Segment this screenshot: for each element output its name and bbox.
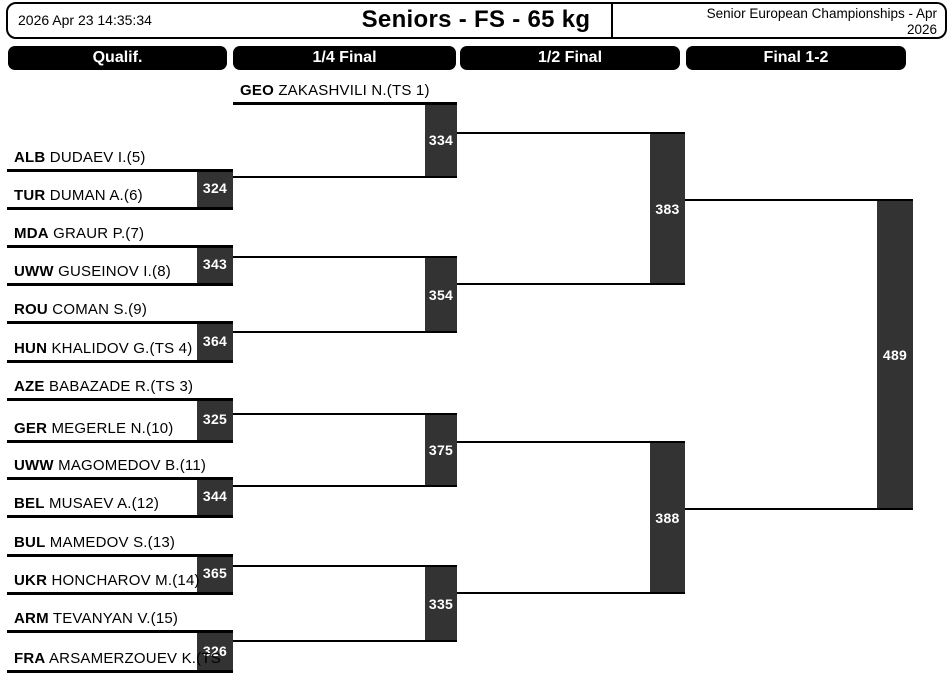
athlete-label: UWW MAGOMEDOV B.(11)	[14, 457, 207, 474]
athlete-label: TUR DUMAN A.(6)	[14, 187, 143, 204]
athlete-line	[7, 440, 233, 443]
athlete-line	[7, 283, 233, 286]
page-title: Seniors - FS - 65 kg	[361, 6, 591, 33]
athlete-label: BEL MUSAEV A.(12)	[14, 495, 160, 512]
round-header-semifinal: 1/2 Final	[460, 46, 680, 70]
athlete-line	[7, 630, 233, 633]
athlete-line	[7, 207, 233, 210]
athlete-country-code: MDA	[14, 225, 49, 242]
athlete-country-code: UWW	[14, 263, 54, 280]
bracket-connector	[233, 565, 457, 567]
match-box-375: 375	[425, 413, 457, 487]
athlete-label: ALB DUDAEV I.(5)	[14, 149, 146, 166]
athlete-country-code: GEO	[240, 82, 274, 99]
athlete-country-code: ARM	[14, 610, 49, 627]
athlete-country-code: UWW	[14, 457, 54, 474]
athlete-line	[7, 554, 233, 557]
athlete-line	[7, 477, 233, 480]
match-box-326: 326	[197, 630, 233, 672]
athlete-country-code: UKR	[14, 572, 48, 589]
bracket-connector	[233, 413, 457, 415]
athlete-country-code: FRA	[14, 650, 46, 667]
round-header-final: Final 1-2	[686, 46, 906, 70]
bracket-connector	[457, 441, 685, 443]
athlete-line	[7, 515, 233, 518]
round-header-quarterfinal: 1/4 Final	[233, 46, 456, 70]
athlete-country-code: AZE	[14, 378, 45, 395]
athlete-label: FRA ARSAMERZOUEV K.(TS	[14, 650, 221, 667]
match-box-383: 383	[650, 132, 685, 285]
athlete-label: GER MEGERLE N.(10)	[14, 420, 174, 437]
athlete-country-code: BEL	[14, 495, 45, 512]
athlete-country-code: HUN	[14, 340, 48, 357]
athlete-label: BUL MAMEDOV S.(13)	[14, 534, 176, 551]
event-name-line1: Senior European Championships - Apr	[706, 6, 937, 21]
bracket-connector	[233, 176, 457, 178]
bracket-connector	[233, 256, 457, 258]
athlete-label: UWW GUSEINOV I.(8)	[14, 263, 171, 280]
athlete-country-code: TUR	[14, 187, 46, 204]
athlete-country-code: ALB	[14, 149, 46, 166]
athlete-label: HUN KHALIDOV G.(TS 4)	[14, 340, 193, 357]
match-box-365: 365	[197, 554, 233, 592]
athlete-label: GEO ZAKASHVILI N.(TS 1)	[240, 82, 430, 99]
bracket-connector	[233, 331, 457, 333]
athlete-label: AZE BABAZADE R.(TS 3)	[14, 378, 194, 395]
header-event-box: Senior European Championships - Apr 2026	[613, 2, 947, 39]
athlete-country-code: BUL	[14, 534, 46, 551]
bracket-connector	[457, 283, 685, 285]
match-box-388: 388	[650, 441, 685, 594]
bracket-connector	[685, 508, 913, 510]
bracket-connector	[457, 592, 685, 594]
round-header-qualif: Qualif.	[8, 46, 227, 70]
athlete-label: MDA GRAUR P.(7)	[14, 225, 145, 242]
match-box-324: 324	[197, 169, 233, 207]
match-box-335: 335	[425, 565, 457, 642]
athlete-label: UKR HONCHAROV M.(14)	[14, 572, 200, 589]
bracket-connector	[233, 640, 457, 642]
bracket-connector	[685, 199, 913, 201]
athlete-line	[233, 102, 457, 105]
athlete-line	[7, 245, 233, 248]
event-name-line2: 2026	[906, 22, 937, 37]
bracket-connector	[233, 485, 457, 487]
athlete-country-code: GER	[14, 420, 48, 437]
header-datetime-box: 2026 Apr 23 14:35:34	[6, 2, 613, 39]
athlete-label: ARM TEVANYAN V.(15)	[14, 610, 179, 627]
athlete-line	[7, 321, 233, 324]
match-box-344: 344	[197, 477, 233, 515]
athlete-line	[7, 360, 233, 363]
timestamp: 2026 Apr 23 14:35:34	[18, 12, 152, 28]
athlete-line	[7, 670, 233, 673]
match-box-343: 343	[197, 245, 233, 283]
athlete-line	[7, 169, 233, 172]
athlete-label: ROU COMAN S.(9)	[14, 301, 148, 318]
match-box-334: 334	[425, 102, 457, 178]
match-box-354: 354	[425, 256, 457, 333]
match-box-364: 364	[197, 321, 233, 360]
match-box-489: 489	[877, 199, 913, 510]
match-box-325: 325	[197, 398, 233, 440]
athlete-line	[7, 592, 233, 595]
athlete-line	[7, 398, 233, 401]
athlete-country-code: ROU	[14, 301, 48, 318]
bracket-connector	[457, 132, 685, 134]
